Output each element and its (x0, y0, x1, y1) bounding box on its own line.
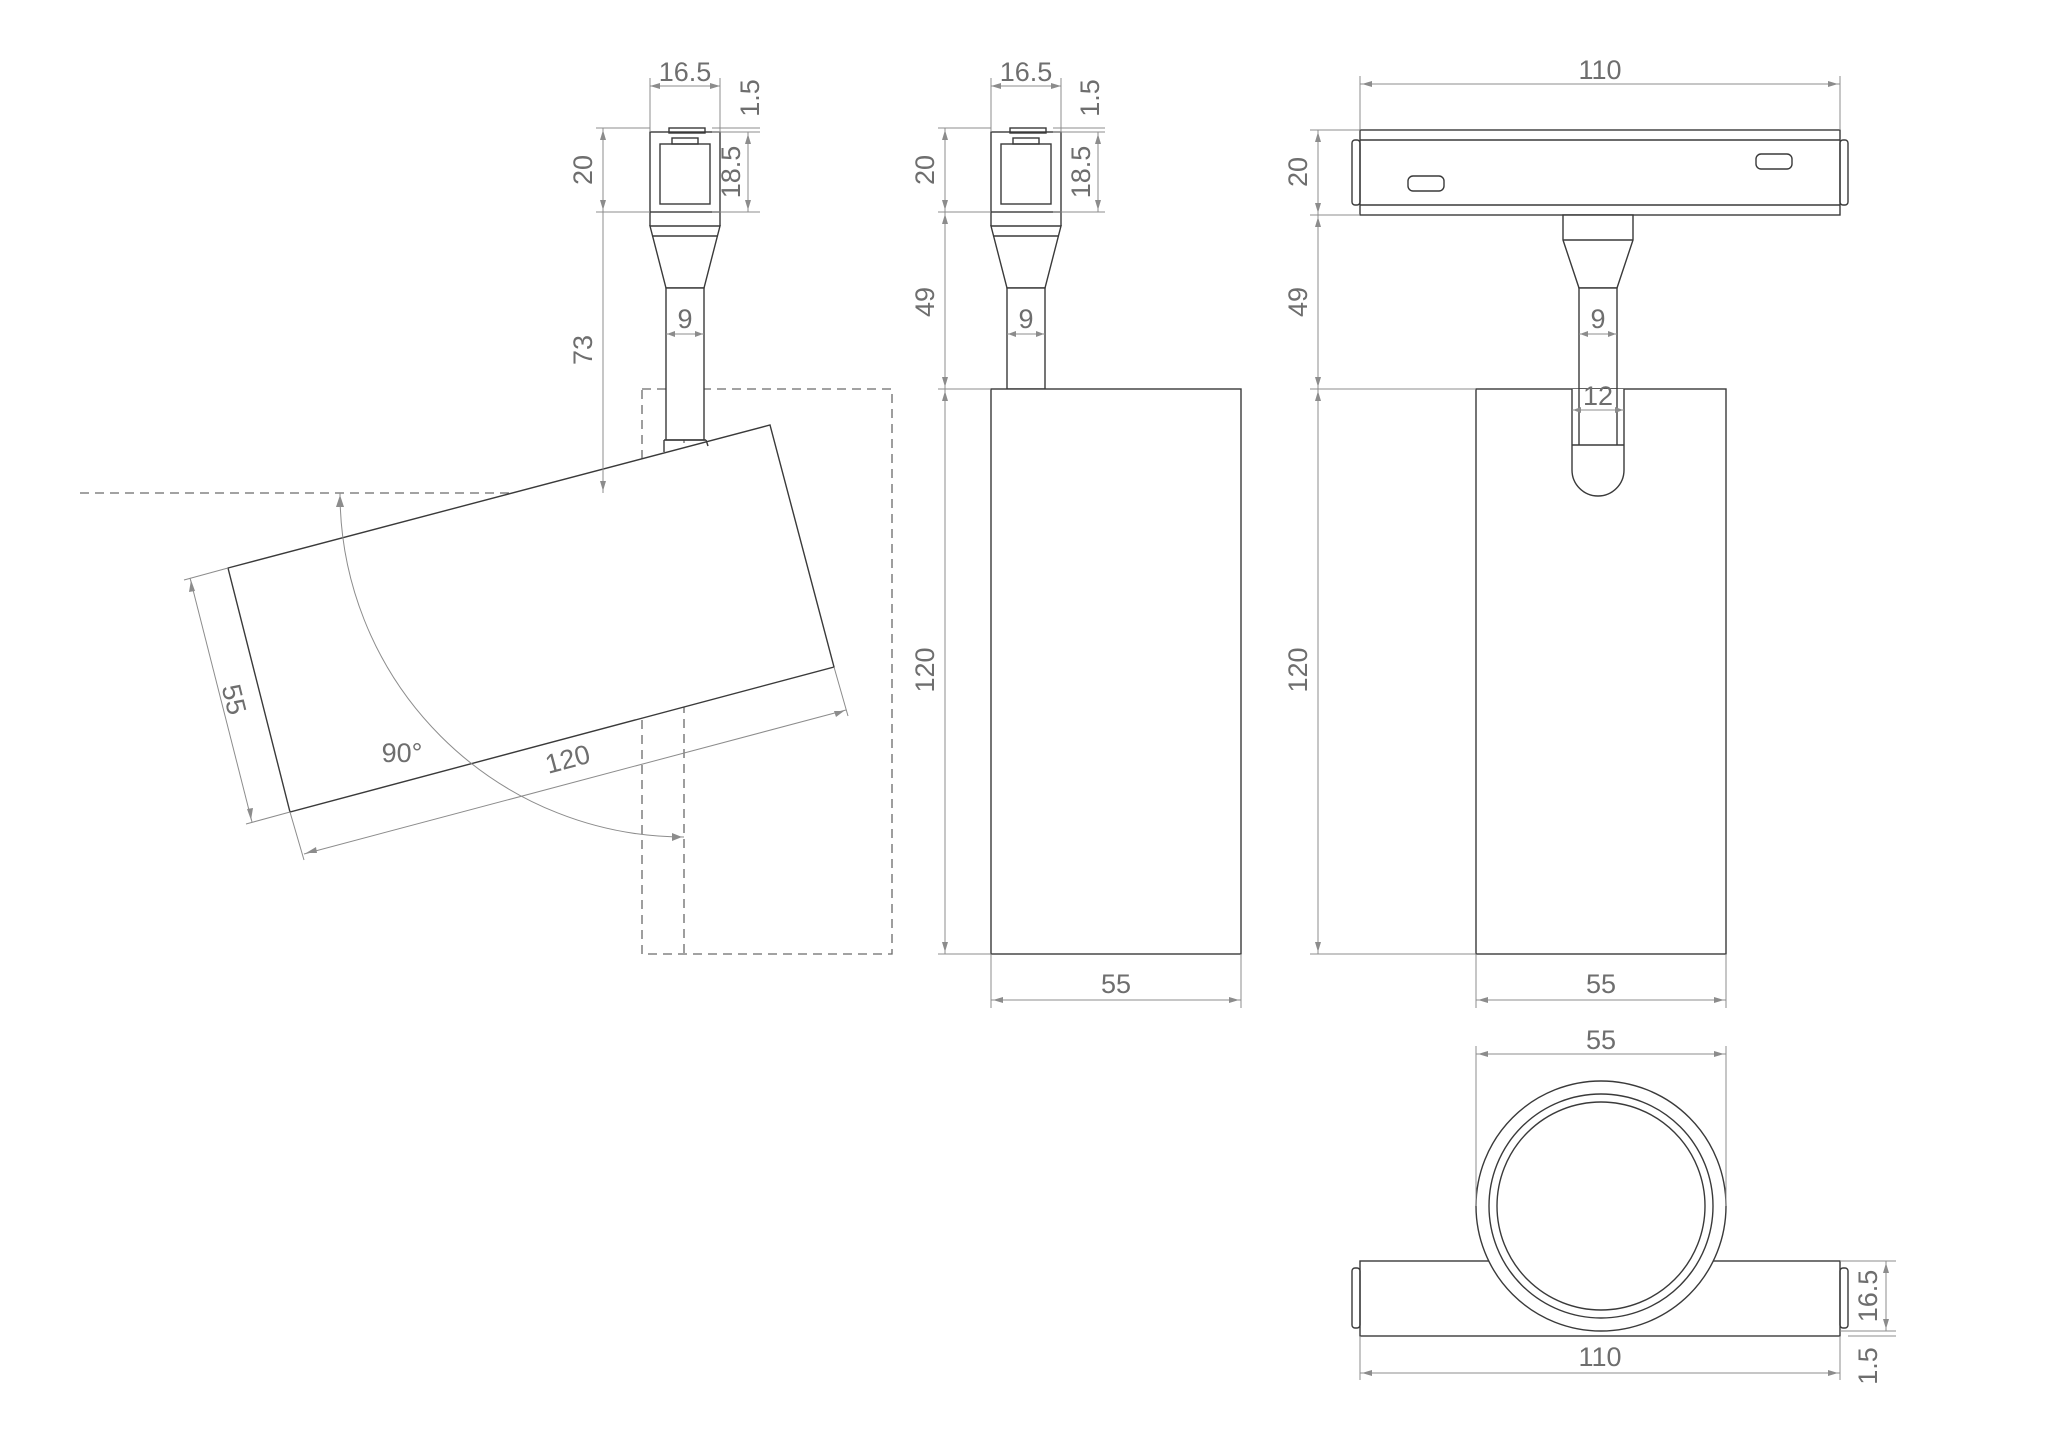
dim-body-height: 120 (910, 647, 940, 692)
dim-track-length: 110 (1578, 1342, 1621, 1372)
dim-body-width: 55 (1586, 969, 1616, 999)
dim-stem-height: 49 (1283, 287, 1313, 317)
dim-track-depth: 16.5 (1853, 1270, 1883, 1323)
dim-track-length: 110 (1578, 55, 1621, 85)
track-slot-left (1407, 175, 1445, 192)
dim-diameter: 55 (1586, 1025, 1616, 1055)
dim-head-gap: 1.5 (1075, 79, 1105, 117)
dashed-vertical-body (641, 388, 893, 955)
dim-track-height: 20 (1283, 157, 1313, 187)
cylinder-body (990, 388, 1242, 955)
lens-opening (1496, 1101, 1706, 1311)
dim-head-height: 20 (910, 155, 940, 185)
dim-body-width: 55 (216, 681, 252, 717)
cylinder-outer-ring (1475, 1080, 1727, 1332)
track-slot-right (1755, 153, 1793, 170)
tilted-body (227, 424, 835, 813)
view-side: 16.5 1.5 18.5 20 49 9 120 (910, 57, 1242, 1008)
dim-tilt-angle: 90° (382, 738, 423, 768)
dim-head-width: 16.5 (1000, 57, 1053, 87)
dim-stem-width: 9 (677, 304, 692, 334)
dim-body-height: 120 (1283, 647, 1313, 692)
dim-head-gap: 1.5 (735, 79, 765, 117)
adapter-neck (1562, 214, 1634, 289)
pivot-joint (1571, 389, 1625, 497)
tilt-arc (339, 492, 685, 838)
stem (1578, 287, 1618, 390)
stem (1006, 287, 1046, 390)
dim-stem-height: 49 (910, 287, 940, 317)
dim-track-gap: 1.5 (1853, 1347, 1883, 1385)
view-bottom: 55 16.5 1.5 110 (1351, 1025, 1896, 1385)
adapter-head (990, 131, 1062, 213)
dim-head-width: 16.5 (659, 57, 712, 87)
dim-body-length: 120 (542, 739, 593, 780)
dim-stem-width: 9 (1018, 304, 1033, 334)
dim-body-width: 55 (1101, 969, 1131, 999)
view-tilted-side: 16.5 1.5 18.5 20 73 9 90° (80, 57, 893, 955)
adapter-head (649, 131, 721, 213)
dim-inner-height: 18.5 (716, 146, 746, 199)
dim-stem-width: 9 (1590, 304, 1605, 334)
view-front: 110 20 49 9 12 120 55 (1283, 55, 1849, 1008)
dim-head-height: 20 (568, 155, 598, 185)
dim-inner-height: 18.5 (1066, 146, 1096, 199)
dim-total-height: 73 (568, 335, 598, 365)
dim-pivot-width: 12 (1583, 381, 1613, 411)
track-adapter (1359, 129, 1841, 216)
